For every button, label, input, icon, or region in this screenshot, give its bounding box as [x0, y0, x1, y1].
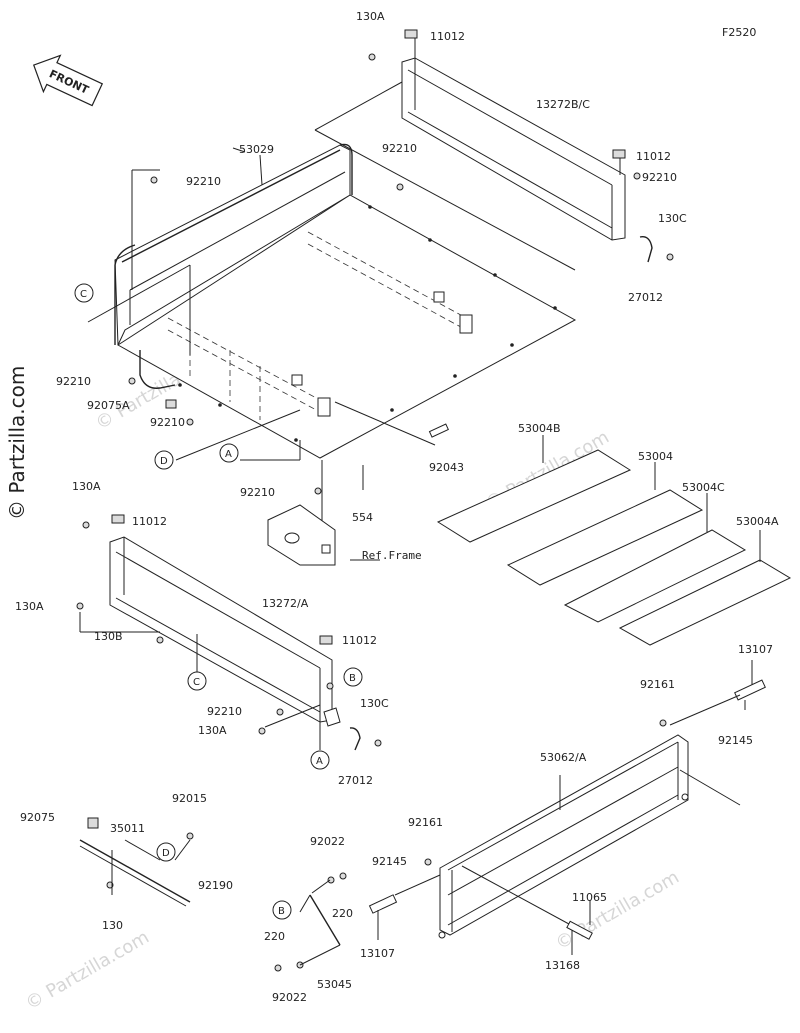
label-53004a: 53004A: [736, 515, 779, 528]
callout-b-bottom: B: [272, 900, 292, 920]
label-92022-bottom: 92022: [272, 991, 307, 1004]
svg-text:D: D: [162, 848, 170, 859]
label-220-top: 220: [332, 907, 353, 920]
label-130a-top: 130A: [356, 10, 385, 23]
label-13107-upper: 13107: [738, 643, 773, 656]
label-92075: 92075: [20, 811, 55, 824]
bed-leaders: [87, 81, 576, 561]
mat-53004c: [563, 529, 747, 623]
label-92043: 92043: [429, 461, 464, 474]
figure-code: F2520: [722, 26, 756, 39]
label-53062a: 53062/A: [540, 751, 587, 764]
pin-92043: [428, 423, 449, 438]
pin-13107-upper: [669, 660, 766, 726]
svg-text:B: B: [349, 673, 356, 684]
label-220-bottom: 220: [264, 930, 285, 943]
label-130c-lower: 130C: [360, 697, 389, 710]
cable-53045: [299, 879, 341, 966]
label-13107-lower: 13107: [360, 947, 395, 960]
label-11012-mid: 11012: [132, 515, 167, 528]
label-130: 130: [102, 919, 123, 932]
svg-text:D: D: [160, 456, 168, 467]
latch-27012-lower: [349, 727, 361, 751]
label-92075a: 92075A: [87, 399, 130, 412]
svg-text:A: A: [225, 449, 232, 460]
callout-b-lower: B: [343, 667, 363, 687]
fasteners: [76, 53, 674, 972]
label-92210-right: 92210: [642, 171, 677, 184]
label-11065: 11065: [572, 891, 607, 904]
label-92015: 92015: [172, 792, 207, 805]
label-92210-left: 92210: [186, 175, 221, 188]
label-130a-mid: 130A: [72, 480, 101, 493]
label-554: 554: [352, 511, 373, 524]
label-92022-top: 92022: [310, 835, 345, 848]
svg-text:C: C: [193, 677, 200, 688]
label-13168: 13168: [545, 959, 580, 972]
label-11012-lower: 11012: [342, 634, 377, 647]
label-53004: 53004: [638, 450, 673, 463]
label-92161-upper: 92161: [640, 678, 675, 691]
label-92210-bed: 92210: [56, 375, 91, 388]
callout-a-upper: A: [219, 443, 239, 463]
callout-c-lower: C: [187, 671, 207, 691]
watermark-side: © Partzilla.com: [5, 366, 29, 520]
label-53004b: 53004B: [518, 422, 561, 435]
rod-13168: [461, 865, 593, 955]
tailgate-53062a: [438, 734, 689, 939]
label-92210-lower: 92210: [207, 705, 242, 718]
label-92210-frame: 92210: [240, 486, 275, 499]
label-11012-right: 11012: [636, 150, 671, 163]
label-92145-upper: 92145: [718, 734, 753, 747]
label-92145-lower: 92145: [372, 855, 407, 868]
callout-a-lower: A: [310, 750, 330, 770]
bed-mats: [436, 449, 792, 646]
label-53045: 53045: [317, 978, 352, 991]
callout-d-upper: D: [154, 450, 174, 470]
label-27012-lower: 27012: [338, 774, 373, 787]
label-92210-center: 92210: [382, 142, 417, 155]
mat-53004: [506, 489, 704, 586]
mat-53004b: [436, 449, 632, 543]
callout-c-upper: C: [74, 283, 94, 303]
ref-frame-bracket: [267, 504, 336, 566]
label-35011: 35011: [110, 822, 145, 835]
label-13272bc: 13272B/C: [536, 98, 590, 111]
cargo-bed-53029: [114, 143, 577, 459]
label-53029: 53029: [239, 143, 274, 156]
side-panel-13272a: [109, 514, 341, 727]
label-92161-lower: 92161: [408, 816, 443, 829]
label-130a-left: 130A: [15, 600, 44, 613]
part-labels: 130A 11012 13272B/C 53029 92210 11012 92…: [15, 10, 779, 1004]
pin-13107-lower: [368, 874, 441, 940]
front-arrow-icon: FRONT: [32, 54, 104, 107]
label-53004c: 53004C: [682, 481, 725, 494]
watermark-4: © Partzilla.com: [22, 927, 153, 1015]
label-130b: 130B: [94, 630, 123, 643]
mat-53004a: [618, 559, 792, 646]
label-130a-lower: 130A: [198, 724, 227, 737]
label-92210-partial: 92210: [150, 416, 185, 429]
rod-35011: [79, 839, 191, 907]
label-13272a: 13272/A: [262, 597, 309, 610]
label-130c-upper: 130C: [658, 212, 687, 225]
label-11012-top: 11012: [430, 30, 465, 43]
latch-27012-upper: [639, 236, 653, 263]
label-ref-frame: Ref.Frame: [362, 549, 422, 562]
callout-d-lower: D: [156, 842, 176, 862]
rear-side-panel-13272bc: [401, 29, 626, 241]
label-27012-upper: 27012: [628, 291, 663, 304]
svg-text:A: A: [316, 756, 323, 767]
svg-text:B: B: [278, 906, 285, 917]
label-92190: 92190: [198, 879, 233, 892]
svg-text:C: C: [80, 289, 87, 300]
